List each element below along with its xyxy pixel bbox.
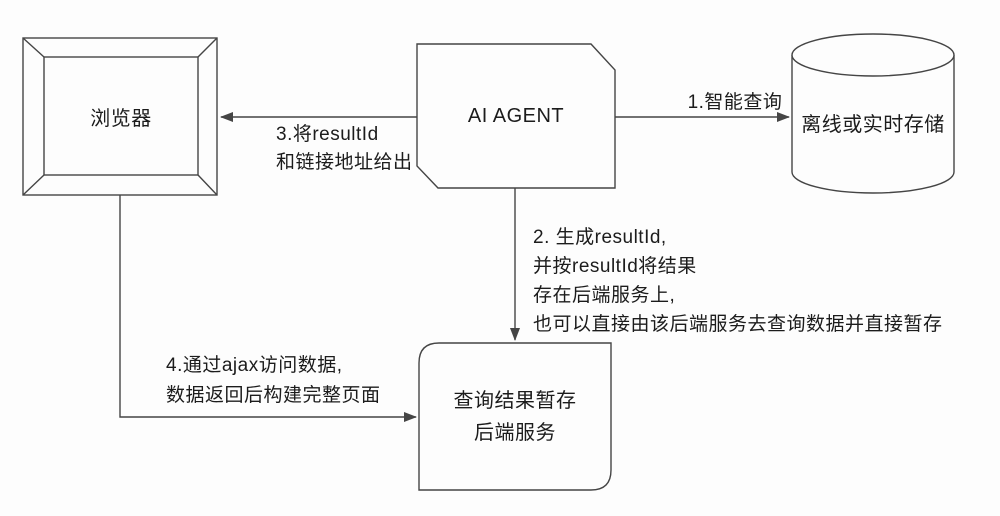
- browser-corner-line: [22, 37, 45, 58]
- edge-step2-label-line1: 2. 生成resultId,: [533, 227, 667, 248]
- edge-step1-label: 1.智能查询: [687, 92, 783, 113]
- edge-step2-label-line3: 存在后端服务上,: [533, 285, 676, 306]
- backend-label-line1: 查询结果暂存: [453, 389, 577, 412]
- browser-corner-line: [197, 174, 218, 196]
- browser-corner-line: [22, 174, 45, 196]
- edge-step4-label-line1: 4.通过ajax访问数据,: [166, 355, 343, 376]
- browser-node-label: 浏览器: [90, 107, 152, 130]
- browser-inner-screen: [43, 56, 199, 176]
- backend-node-label: 查询结果暂存 后端服务: [419, 343, 611, 490]
- edge-step3-label-line2: 和链接地址给出: [276, 152, 413, 173]
- edge-step3-label: 3.将resultId 和链接地址给出: [276, 121, 413, 177]
- backend-label-line2: 后端服务: [474, 421, 556, 444]
- edge-step4-arrow: [119, 195, 417, 422]
- storage-cylinder-body: [791, 55, 955, 194]
- browser-node-shape: [22, 37, 218, 196]
- edge-step2-label-line2: 并按resultId将结果: [533, 256, 697, 277]
- agent-node-label: AI AGENT: [467, 104, 565, 127]
- storage-node-shape: [791, 33, 955, 194]
- agent-node-shape: [416, 43, 616, 189]
- backend-node-shape: [418, 342, 612, 491]
- edge-step4-label: 4.通过ajax访问数据, 数据返回后构建完整页面: [166, 351, 381, 411]
- diagram-edges: [119, 112, 790, 422]
- storage-node-label: 离线或实时存储: [801, 113, 945, 136]
- edge-step3-label-line1: 3.将resultId: [276, 124, 379, 145]
- edge-step4-label-line2: 数据返回后构建完整页面: [166, 385, 381, 406]
- browser-corner-line: [197, 37, 218, 58]
- edge-step2-label: 2. 生成resultId, 并按resultId将结果 存在后端服务上, 也可…: [533, 223, 943, 339]
- storage-cylinder-top: [791, 33, 955, 77]
- edge-step2-label-line4: 也可以直接由该后端服务去查询数据并直接暂存: [533, 314, 943, 335]
